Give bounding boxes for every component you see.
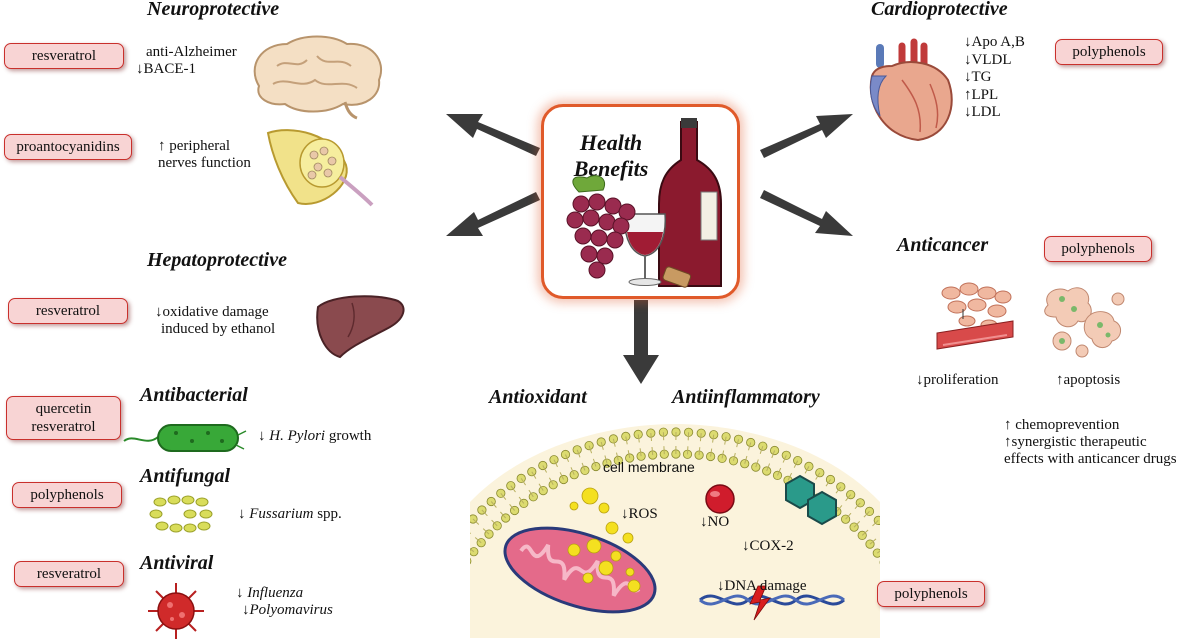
antiviral-effect-2-prefix: ↓ xyxy=(242,602,250,618)
no-label: ↓NO xyxy=(700,514,729,531)
neuro-effect-1-line2: ↓BACE-1 xyxy=(136,61,237,78)
grape-bunch-icon xyxy=(567,176,635,278)
liver-icon xyxy=(312,293,412,363)
arrow-cardioprotective xyxy=(760,114,853,158)
antiviral-compound: resveratrol xyxy=(14,561,124,587)
cardio-effect-tg: ↓TG xyxy=(964,69,1025,87)
antifungal-effect-organism: Fussarium xyxy=(249,506,313,522)
antifungal-effect-suffix: spp. xyxy=(313,506,341,522)
cardio-effect-ldl: ↓LDL xyxy=(964,104,1025,122)
anticancer-label-apoptosis: ↑apoptosis xyxy=(1056,372,1120,389)
antioxidant-heading: Antioxidant xyxy=(489,386,587,409)
antifungal-compound: polyphenols xyxy=(12,482,122,508)
neuro-effect-2-line1: ↑ peripheral xyxy=(158,138,251,155)
antiinflammatory-heading: Antiinflammatory xyxy=(672,386,820,409)
antibacterial-effect-prefix: ↓ xyxy=(258,428,269,444)
neuro-effect-1-line1: anti-Alzheimer xyxy=(136,44,237,61)
neuro-compound-2: proantocyanidins xyxy=(4,134,132,160)
antiviral-effect: ↓ Influenza ↓Polyomavirus xyxy=(236,585,333,619)
antiviral-effect-line1: ↓ Influenza xyxy=(236,585,333,602)
ros-label: ↓ROS xyxy=(621,506,658,523)
antiviral-effect-1-prefix: ↓ xyxy=(236,585,247,601)
cell-illustration xyxy=(470,410,880,640)
hepato-compound: resveratrol xyxy=(8,298,128,324)
cardio-compound: polyphenols xyxy=(1055,39,1163,65)
arrow-hepatoprotective xyxy=(446,192,540,236)
hepato-effect-line1: ↓oxidative damage xyxy=(155,304,275,321)
hepatoprotective-heading: Hepatoprotective xyxy=(147,249,287,272)
hepato-effect: ↓oxidative damage induced by ethanol xyxy=(155,304,275,338)
antibacterial-heading: Antibacterial xyxy=(140,384,248,407)
cardio-effect-apo: ↓Apo A,B xyxy=(964,34,1025,52)
bacterium-icon xyxy=(120,411,250,461)
brain-icon xyxy=(247,36,387,116)
cox2-label: ↓COX-2 xyxy=(742,538,794,555)
cardioprotective-heading: Cardioprotective xyxy=(871,0,1008,21)
arrow-anticancer xyxy=(760,190,853,236)
neuro-effect-1: anti-Alzheimer ↓BACE-1 xyxy=(136,44,237,78)
wine-illustration xyxy=(541,104,741,304)
antibacterial-effect-organism: H. Pylori xyxy=(269,428,325,444)
hepato-effect-line2: induced by ethanol xyxy=(155,321,275,338)
cell-compound: polyphenols xyxy=(877,581,985,607)
antibacterial-compound-line1: quercetin xyxy=(13,400,114,418)
anticancer-label-proliferation: ↓proliferation xyxy=(916,372,998,389)
no-molecule-icon xyxy=(706,485,734,513)
virus-icon xyxy=(146,581,206,641)
antibacterial-compound-line2: resveratrol xyxy=(13,418,114,436)
arrow-cell xyxy=(623,300,659,384)
antiviral-effect-2-organism: Polyomavirus xyxy=(250,602,333,618)
neuro-effect-2-line2: nerves function xyxy=(158,155,251,172)
antibacterial-effect-suffix: growth xyxy=(325,428,371,444)
cardio-effect-vldl: ↓VLDL xyxy=(964,52,1025,70)
anticancer-compound: polyphenols xyxy=(1044,236,1152,262)
cell-membrane-label: cell membrane xyxy=(603,459,695,476)
arrow-neuroprotective xyxy=(446,114,540,156)
antifungal-effect: ↓ Fussarium spp. xyxy=(238,506,342,523)
heart-icon xyxy=(862,36,962,146)
cardio-effects: ↓Apo A,B ↓VLDL ↓TG ↑LPL ↓LDL xyxy=(964,34,1025,122)
nerve-icon xyxy=(262,125,382,215)
anticancer-heading: Anticancer xyxy=(897,234,988,257)
antiviral-effect-1-organism: Influenza xyxy=(247,585,303,601)
proliferation-icon xyxy=(937,281,1017,361)
anticancer-effect-line1: ↑ chemoprevention xyxy=(1004,417,1177,434)
antiviral-effect-line2: ↓Polyomavirus xyxy=(236,602,333,619)
anticancer-effect-line3: effects with anticancer drugs xyxy=(1004,451,1177,468)
anticancer-effects: ↑ chemoprevention ↑synergistic therapeut… xyxy=(1004,417,1177,468)
cardio-effect-lpl: ↑LPL xyxy=(964,87,1025,105)
neuroprotective-heading: Neuroprotective xyxy=(147,0,279,21)
dna-damage-label: ↓DNA damage xyxy=(717,578,807,595)
antifungal-effect-prefix: ↓ xyxy=(238,506,249,522)
antibacterial-compound: quercetin resveratrol xyxy=(6,396,121,440)
anticancer-effect-line2: ↑synergistic therapeutic xyxy=(1004,434,1177,451)
neuro-compound-1: resveratrol xyxy=(4,43,124,69)
antibacterial-effect: ↓ H. Pylori growth xyxy=(258,428,371,445)
neuro-effect-2: ↑ peripheral nerves function xyxy=(158,138,251,172)
antiviral-heading: Antiviral xyxy=(140,552,213,575)
apoptosis-icon xyxy=(1038,285,1128,365)
antifungal-heading: Antifungal xyxy=(140,465,230,488)
fungus-icon xyxy=(150,492,220,542)
